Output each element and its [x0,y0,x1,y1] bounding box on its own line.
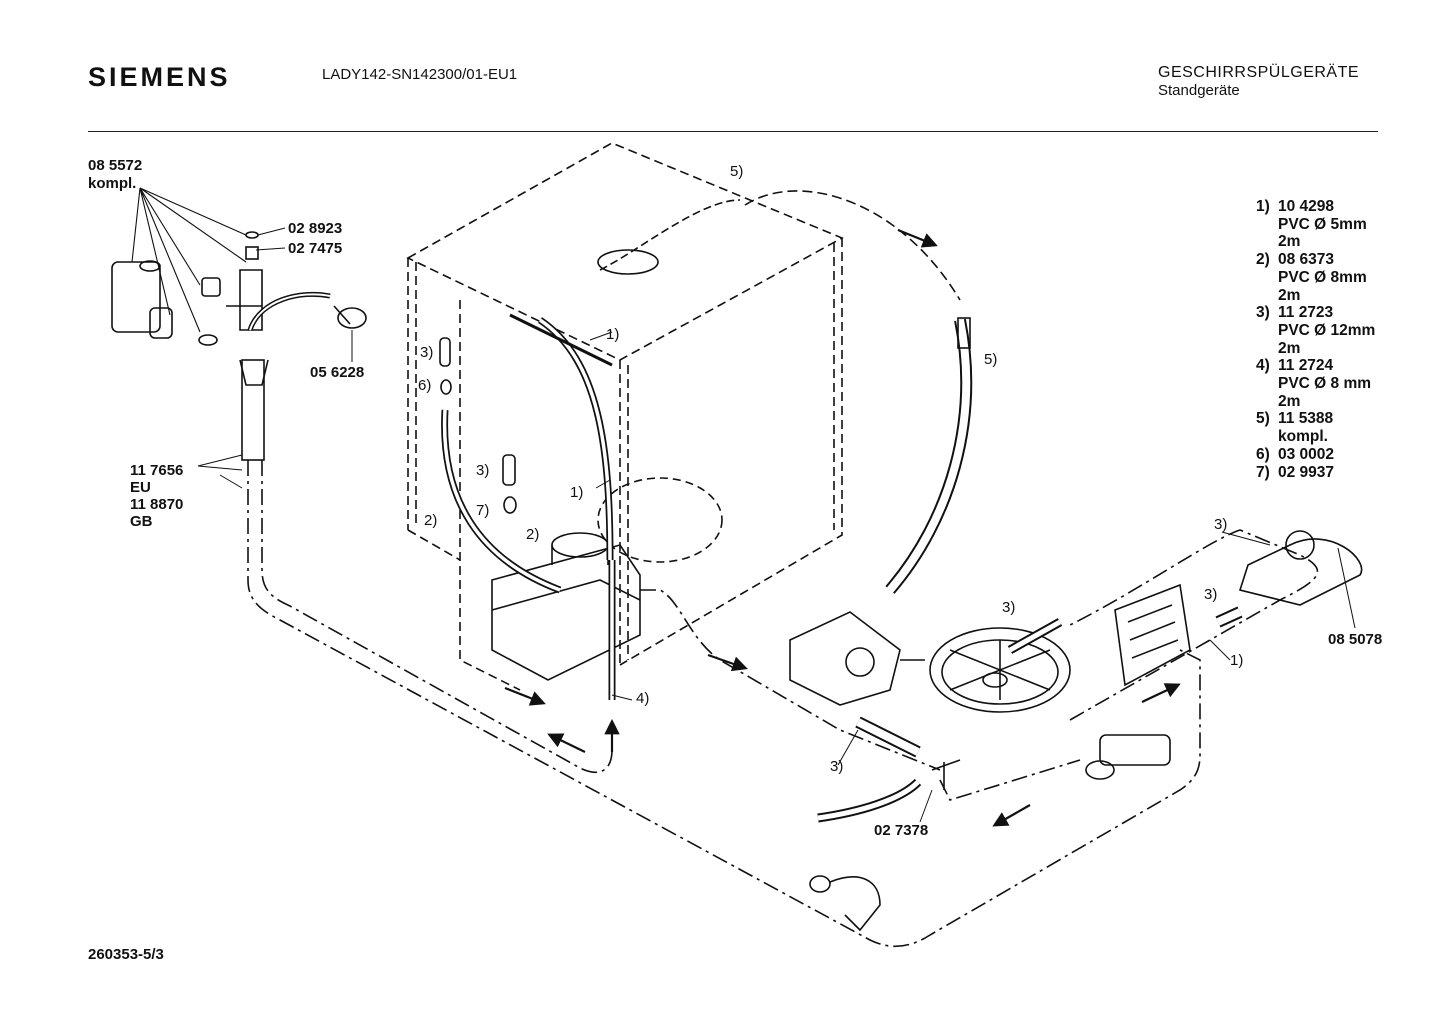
legend-entry-3: 3) 11 2723 PVC Ø 12mm 2m [1256,304,1375,357]
legend-description: PVC Ø 8 mm [1278,375,1372,393]
legend-part-number: 02 9937 [1278,463,1335,481]
legend-part-number: 10 4298 [1278,198,1335,215]
item-marker: 1) [1230,652,1244,669]
item-marker: 1) [570,484,584,501]
legend-length: 2m [1278,286,1301,304]
legend-key: 5) [1256,410,1270,428]
drain-elbow [809,875,881,932]
legend-length: 2m [1278,392,1301,410]
heater-block [1114,583,1191,687]
callout-hose-gb-suffix: GB [130,513,153,530]
sump-outline [597,477,723,563]
legend-part-number: 11 5388 [1278,410,1334,428]
check-valve-assembly [1238,530,1363,606]
callout-hose-gb-number: 11 8870 [130,496,184,513]
legend-key: 1) [1256,198,1270,215]
item-marker: 3) [830,758,844,775]
item-marker: 7) [476,502,490,519]
legend-key: 4) [1256,357,1270,375]
document-number: 260353-5/3 [88,946,164,963]
callout-part-085078: 08 5078 [1328,631,1383,648]
legend-entry-7: 7) 02 9937 [1256,464,1375,482]
vent-hose-route [744,190,961,301]
item-marker: 1) [606,326,620,343]
model-number: LADY142-SN142300/01-EU1 [322,66,518,83]
leader-lines [197,227,1356,823]
item-marker: 5) [984,351,998,368]
flow-arrows [504,228,1181,827]
legend-description: kompl. [1278,428,1328,446]
callout-part-027475: 02 7475 [288,240,343,257]
legend-length: 2m [1278,339,1301,357]
callout-hose-eu-number: 11 7656 [130,462,184,479]
item-marker: 3) [1204,586,1218,603]
callout-hose-eu-suffix: EU [130,479,151,496]
aquastop-valve [1085,734,1171,780]
legend-description: PVC Ø 5mm [1278,215,1367,233]
inlet-valve-assembly [111,187,263,346]
callout-part-028923: 02 8923 [288,220,343,237]
callout-valve-set-number: 08 5572 [88,157,143,174]
legend-length: 2m [1278,233,1301,251]
legend-description: PVC Ø 12mm [1278,321,1376,339]
legend-key: 6) [1256,445,1270,463]
appliance-category: GESCHIRRSPÜLGERÄTE [1158,64,1360,81]
internal-tubes [439,313,616,700]
item-marker: 5) [730,163,744,180]
drain-hose-sleeve [239,359,269,461]
item-marker: 3) [476,462,490,479]
legend-key: 7) [1256,463,1270,481]
vent-opening [597,249,659,275]
parts-legend: 1) 10 4298 PVC Ø 5mm 2m 2) 08 6373 PVC Ø 8… [1256,198,1375,481]
vent-tube [885,317,973,594]
item-marker: 4) [636,690,650,707]
legend-description: PVC Ø 8mm [1278,268,1367,286]
circulation-pump [929,627,1071,713]
legend-entry-5: 5) 11 5388 kompl. [1256,410,1375,445]
appliance-subcategory: Standgeräte [1158,82,1240,99]
t-piece [931,759,961,790]
header-divider [88,131,1378,132]
callout-part-027378: 02 7378 [874,822,929,839]
legend-entry-1: 1) 10 4298 PVC Ø 5mm 2m [1256,198,1375,251]
item-marker: 3) [420,344,434,361]
legend-entry-2: 2) 08 6373 PVC Ø 8mm 2m [1256,251,1375,304]
pump-motor-block [491,532,641,681]
item-marker: 3) [1214,516,1228,533]
legend-entry-6: 6) 03 0002 [1256,446,1375,464]
callout-part-056228: 05 6228 [310,364,365,381]
item-marker: 2) [424,512,438,529]
legend-part-number: 08 6373 [1278,251,1335,269]
item-marker: 3) [1002,599,1016,616]
legend-key: 2) [1256,251,1270,269]
hose-connector [333,305,367,329]
brand-logo: SIEMENS [88,62,231,92]
callout-valve-set-suffix: kompl. [88,175,137,192]
drain-pump-motor [789,611,925,706]
item-marker: 6) [418,377,432,394]
legend-part-number: 03 0002 [1278,445,1335,463]
legend-key: 3) [1256,304,1270,322]
item-marker: 2) [526,526,540,543]
tub-outline [406,142,844,691]
drain-hose-route [247,460,1319,948]
legend-entry-4: 4) 11 2724 PVC Ø 8 mm 2m [1256,357,1375,410]
legend-part-number: 11 2723 [1278,304,1334,322]
short-hose-pieces [817,606,1243,823]
legend-part-number: 11 2724 [1278,357,1334,375]
